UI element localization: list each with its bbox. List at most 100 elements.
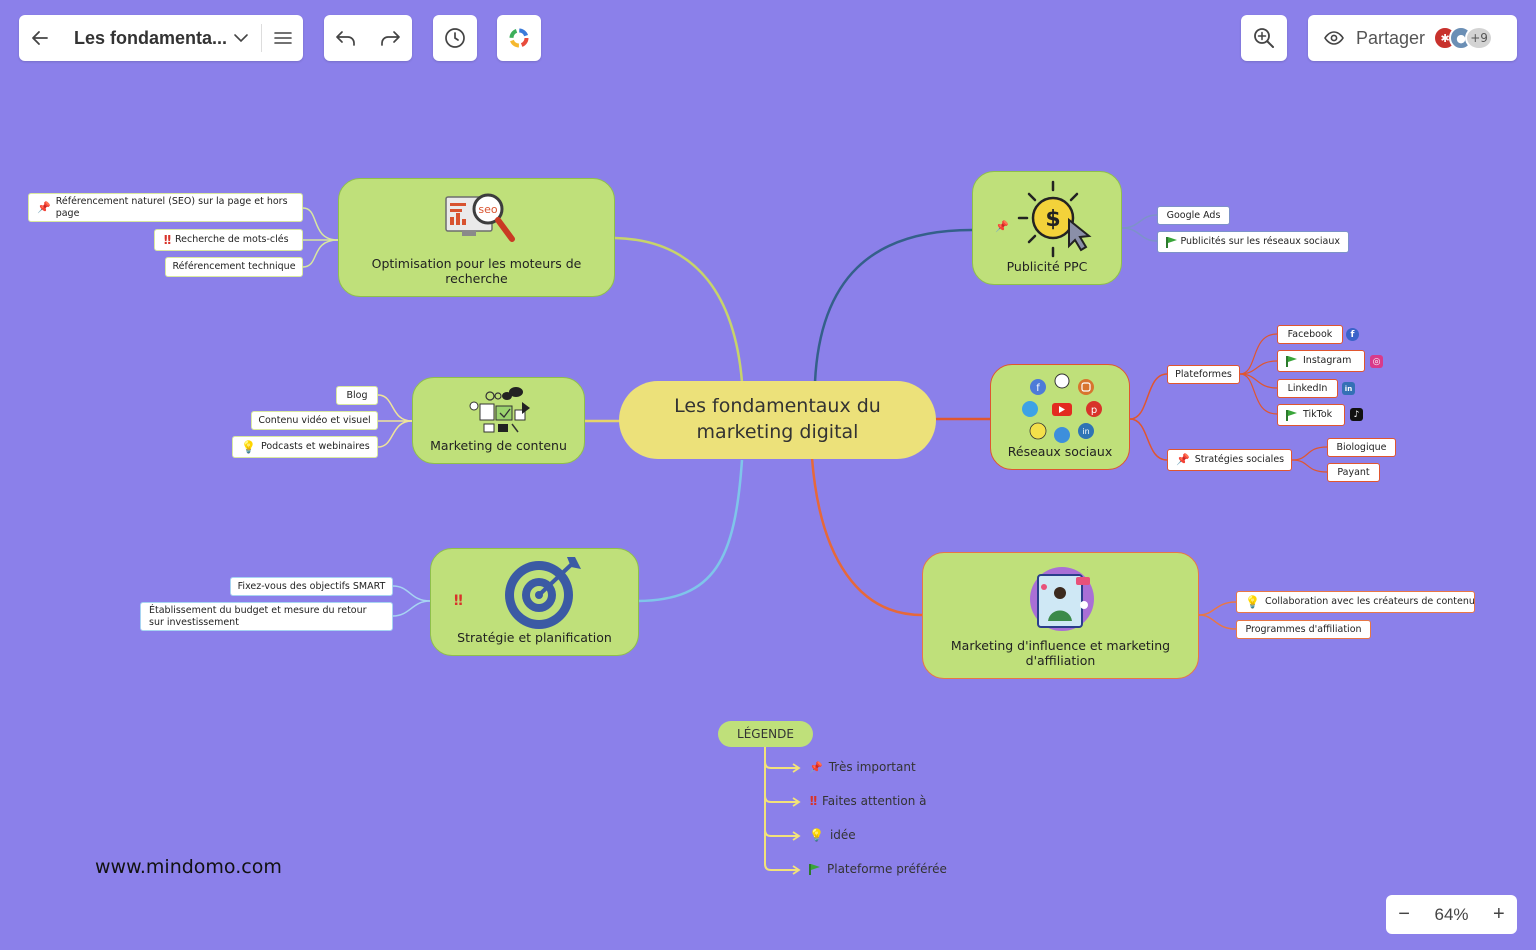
pin-icon: 📌 (37, 200, 51, 214)
topic-ppc[interactable]: 📌 $ Publicité PPC (972, 171, 1122, 285)
color-wheel-icon (509, 28, 529, 48)
svg-text:f: f (1036, 383, 1040, 394)
leaf-strategy-paid[interactable]: Payant (1327, 463, 1380, 482)
undo-icon (336, 31, 355, 46)
topic-strategy[interactable]: !! Stratégie et planification (430, 548, 639, 656)
svg-text:$: $ (1045, 207, 1060, 232)
lightbulb-icon: 💡 (809, 828, 824, 842)
hamburger-menu-icon (273, 32, 292, 44)
redo-button[interactable] (368, 15, 412, 61)
leaf-label: Google Ads (1166, 209, 1221, 221)
leaf-label: Contenu vidéo et visuel (258, 414, 371, 426)
toolbar-divider (261, 24, 262, 52)
pin-icon: 📌 (809, 760, 823, 774)
tiktok-icon: ♪ (1350, 408, 1363, 421)
leaf-label: Fixez-vous des objectifs SMART (237, 580, 386, 592)
zoom-in-button[interactable]: + (1493, 903, 1505, 925)
history-button[interactable] (433, 15, 477, 61)
leaf-platform-instagram[interactable]: Instagram (1277, 350, 1365, 372)
leaf-label: TikTok (1303, 409, 1333, 421)
zoom-search-icon (1254, 28, 1274, 48)
menu-button[interactable] (262, 15, 303, 61)
share-toolbar: Partager ✱ ● +9 (1308, 15, 1517, 61)
content-devices-icon (469, 387, 530, 433)
target-icon (505, 557, 581, 629)
flag-icon (809, 863, 821, 875)
seo-icon-text: seo (478, 203, 497, 216)
leaf-influence-creators[interactable]: 💡 Collaboration avec les créateurs de co… (1236, 591, 1475, 613)
search-zoom-button[interactable] (1241, 15, 1287, 61)
watermark: www.mindomo.com (95, 856, 282, 878)
leaf-label: Facebook (1287, 328, 1333, 340)
leaf-label: Collaboration avec les créateurs de cont… (1264, 596, 1475, 608)
leaf-social-platforms[interactable]: Plateformes (1167, 365, 1240, 384)
double-exclamation-icon: !! (163, 232, 172, 247)
legend-label: Très important (828, 760, 916, 774)
leaf-strategy-organic[interactable]: Biologique (1327, 438, 1396, 457)
topic-content-marketing[interactable]: Marketing de contenu (412, 377, 585, 464)
leaf-ppc-google-ads[interactable]: Google Ads (1157, 206, 1230, 225)
leaf-ppc-social-ads[interactable]: Publicités sur les réseaux sociaux (1157, 231, 1349, 253)
legend-label: Faites attention à (821, 794, 927, 808)
zoom-level[interactable]: 64% (1434, 904, 1469, 924)
leaf-platform-tiktok[interactable]: TikTok (1277, 404, 1345, 426)
leaf-label: Podcasts et webinaires (260, 441, 370, 453)
topic-ppc-label: Publicité PPC (1006, 259, 1088, 274)
leaf-platform-linkedin[interactable]: LinkedIn (1277, 379, 1338, 398)
legend-title[interactable]: LÉGENDE (718, 721, 813, 747)
leaf-content-blog[interactable]: Blog (336, 386, 378, 405)
svg-text:in: in (1082, 427, 1089, 436)
svg-text:p: p (1091, 405, 1097, 416)
title-toolbar: Les fondamenta... (19, 15, 303, 61)
leaf-seo-onpage[interactable]: 📌 Référencement naturel (SEO) sur la pag… (28, 193, 303, 222)
legend-label: idée (829, 828, 856, 842)
topic-social-label: Réseaux sociaux (1007, 444, 1113, 459)
leaf-label: LinkedIn (1287, 382, 1328, 394)
zoom-out-button[interactable]: − (1398, 903, 1410, 925)
clock-icon (445, 28, 465, 48)
leaf-content-video[interactable]: Contenu vidéo et visuel (251, 411, 378, 430)
leaf-label: Payant (1337, 466, 1370, 478)
leaf-platform-facebook[interactable]: Facebook (1277, 325, 1343, 344)
topic-social-networks[interactable]: f p in Réseaux sociaux (990, 364, 1130, 470)
double-exclamation-icon: !! (809, 794, 818, 808)
eye-icon[interactable] (1324, 31, 1344, 45)
zoom-control: − 64% + (1386, 895, 1517, 934)
back-button[interactable] (19, 15, 60, 61)
leaf-label: Référencement technique (172, 261, 296, 273)
double-exclamation-icon: !! (453, 593, 464, 609)
leaf-strategy-budget[interactable]: Établissement du budget et mesure du ret… (140, 602, 393, 631)
theme-button[interactable] (497, 15, 541, 61)
facebook-icon: f (1346, 328, 1359, 341)
legend-item-preferred: Plateforme préférée (809, 862, 947, 876)
legend-item-attention: !! Faites attention à (809, 794, 927, 808)
linkedin-icon: in (1342, 382, 1355, 395)
central-topic[interactable]: Les fondamentaux du marketing digital (619, 381, 936, 459)
central-topic-line2: marketing digital (696, 421, 859, 443)
flag-icon (1166, 236, 1178, 248)
share-button[interactable]: Partager (1356, 27, 1426, 48)
leaf-seo-keywords[interactable]: !! Recherche de mots-clés (154, 229, 303, 251)
leaf-label: Publicités sur les réseaux sociaux (1180, 236, 1340, 248)
leaf-label: Plateformes (1175, 368, 1232, 380)
topic-strategy-label: Stratégie et planification (457, 630, 612, 645)
topic-influence-label: Marketing d'influence et marketing d'aff… (950, 638, 1171, 668)
undo-button[interactable] (324, 15, 368, 61)
topic-seo[interactable]: seo Optimisation pour les moteurs de rec… (338, 178, 615, 297)
map-title-dropdown[interactable]: Les fondamenta... (60, 15, 249, 61)
seo-magnifier-icon: seo (445, 193, 515, 242)
leaf-strategy-smart[interactable]: Fixez-vous des objectifs SMART (230, 577, 393, 596)
collaborator-avatars[interactable]: ✱ ● +9 (1433, 26, 1494, 50)
pin-icon: 📌 (1176, 453, 1190, 467)
leaf-social-strategies[interactable]: 📌 Stratégies sociales (1167, 449, 1292, 471)
topic-influence-marketing[interactable]: Marketing d'influence et marketing d'aff… (922, 552, 1199, 679)
leaf-label: Référencement naturel (SEO) sur la page … (55, 196, 288, 219)
redo-icon (381, 31, 400, 46)
map-title: Les fondamenta... (74, 27, 228, 48)
leaf-influence-affiliation[interactable]: Programmes d'affiliation (1236, 620, 1371, 639)
leaf-label: Établissement du budget et mesure du ret… (149, 605, 367, 628)
social-icons-cluster: f p in (1022, 373, 1102, 443)
influencer-icon (1030, 567, 1094, 631)
leaf-content-podcasts[interactable]: 💡 Podcasts et webinaires (232, 436, 378, 458)
leaf-seo-technical[interactable]: Référencement technique (165, 257, 303, 277)
